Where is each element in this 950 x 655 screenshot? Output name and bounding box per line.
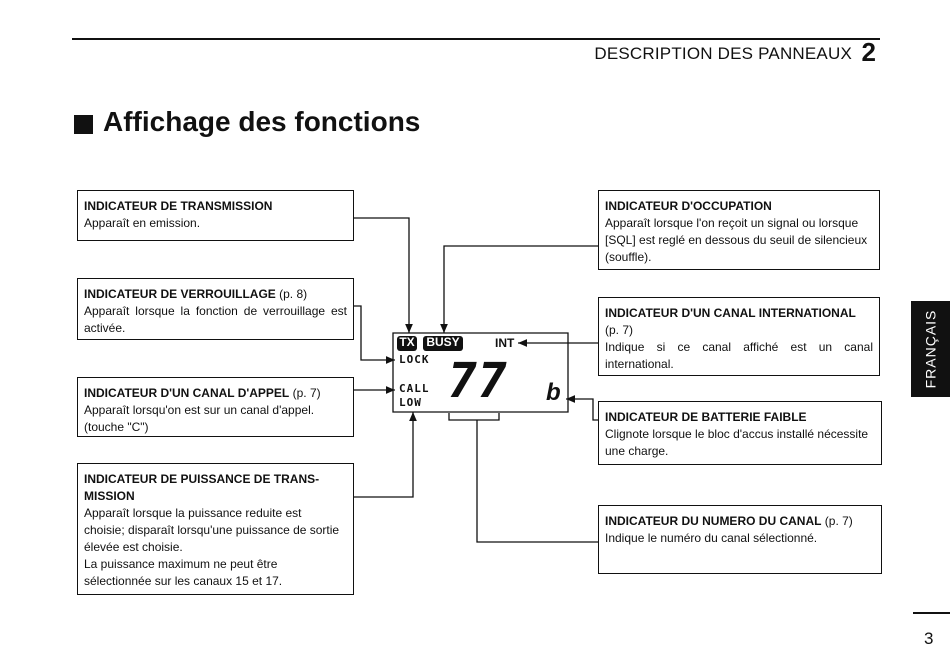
language-tab: FRANÇAIS: [911, 301, 950, 397]
box-international: INDICATEUR D'UN CANAL INTERNATIONAL (p. …: [598, 297, 880, 376]
box-heading: INDICATEUR D'UN CANAL D'APPEL: [84, 386, 290, 400]
line-channel: [476, 420, 598, 543]
box-channel-number: INDICATEUR DU NUMERO DU CANAL (p. 7) Ind…: [598, 505, 882, 574]
page-number: 3: [924, 629, 934, 648]
box-body: Apparaît lorsque la fonction de verrouil…: [84, 304, 347, 335]
line-power: [353, 412, 417, 498]
box-busy: INDICATEUR D'OCCUPATION Apparaît lorsque…: [598, 190, 880, 270]
low-indicator: LOW: [399, 396, 422, 409]
box-body: Apparaît lorsqu'on est sur un canal d'ap…: [84, 403, 315, 417]
box-body-note: La puissance maximum ne peut être sélect…: [84, 557, 283, 588]
section-title: DESCRIPTION DES PANNEAUX: [594, 44, 852, 63]
lock-indicator: LOCK: [399, 353, 430, 366]
box-heading: INDICATEUR DE VERROUILLAGE: [84, 287, 276, 301]
box-heading: INDICATEUR DE TRANSMISSION: [84, 199, 273, 213]
int-indicator: INT: [495, 336, 515, 350]
line-lock: [353, 305, 395, 364]
box-heading: INDICATEUR D'OCCUPATION: [605, 199, 772, 213]
box-page-ref: (p. 7): [605, 323, 634, 337]
box-body: Indique le numéro du canal sélectionné.: [605, 531, 818, 545]
box-body: Apparaît en emission.: [84, 216, 201, 230]
busy-indicator: BUSY: [426, 335, 460, 349]
section-number: 2: [861, 37, 876, 67]
title-bullet-icon: [74, 115, 93, 134]
battery-indicator: b: [546, 379, 561, 406]
box-call: INDICATEUR D'UN CANAL D'APPEL (p. 7) App…: [77, 377, 354, 437]
box-body: Indique si ce canal affiché est un canal…: [605, 340, 873, 371]
box-page-ref: (p. 7): [824, 514, 853, 528]
line-battery: [566, 395, 598, 421]
box-heading: INDICATEUR DU NUMERO DU CANAL: [605, 514, 822, 528]
call-indicator: CALL: [399, 382, 430, 395]
box-body: Apparaît lorsque la puissance reduite es…: [84, 506, 340, 554]
bracket-channel: [448, 413, 500, 421]
box-body: Clignote lorsque le bloc d'accus install…: [605, 427, 869, 458]
lcd-frame: [392, 332, 569, 413]
box-heading: INDICATEUR DE PUISSANCE DE TRANS-MISSION: [84, 472, 320, 503]
language-tab-label: FRANÇAIS: [922, 309, 939, 389]
line-busy: [440, 245, 598, 333]
tx-indicator: TX: [399, 335, 415, 349]
box-body: Apparaît lorsque l'on reçoit un signal o…: [605, 216, 868, 264]
box-power: INDICATEUR DE PUISSANCE DE TRANS-MISSION…: [77, 463, 354, 595]
box-heading: INDICATEUR D'UN CANAL INTERNATIONAL: [605, 306, 856, 320]
box-heading: INDICATEUR DE BATTERIE FAIBLE: [605, 410, 807, 424]
box-lock: INDICATEUR DE VERROUILLAGE (p. 8) Appara…: [77, 278, 354, 340]
box-page-ref: (p. 8): [279, 287, 308, 301]
box-body-note: (touche "C"): [84, 420, 149, 434]
page-title: Affichage des fonctions: [103, 106, 421, 137]
box-battery: INDICATEUR DE BATTERIE FAIBLE Clignote l…: [598, 401, 882, 465]
header-rule: [72, 38, 880, 40]
box-page-ref: (p. 7): [292, 386, 321, 400]
channel-digits: 77: [448, 353, 508, 409]
page-number-rule: [913, 612, 950, 614]
box-transmission: INDICATEUR DE TRANSMISSION Apparaît en e…: [77, 190, 354, 241]
line-transmission: [353, 217, 413, 333]
